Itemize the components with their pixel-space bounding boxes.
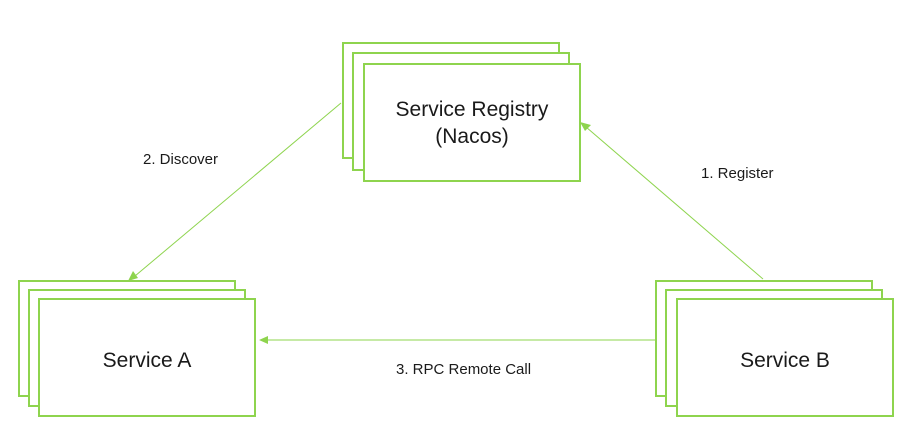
rpc-call-label: 3. RPC Remote Call (396, 361, 531, 378)
register-edge-line (585, 126, 764, 280)
register-label: 1. Register (701, 165, 774, 182)
discover-label: 2. Discover (143, 151, 218, 168)
service-a-node: Service A (18, 280, 256, 417)
rpc-call-arrowhead-icon (259, 336, 268, 344)
service-b-stack-front (676, 298, 894, 417)
service-b-label: Service B (740, 349, 830, 372)
registry-node: Service Registry (Nacos) (342, 42, 581, 182)
registry-stack-front (363, 63, 581, 182)
discover-arrowhead-icon (128, 271, 138, 281)
service-a-stack-front (38, 298, 256, 417)
discover-edge (128, 102, 342, 281)
discover-edge-line (134, 102, 342, 277)
registry-subtitle: (Nacos) (435, 125, 509, 148)
register-arrowhead-icon (580, 122, 591, 131)
rpc-call-edge (259, 336, 655, 344)
service-b-node: Service B (655, 280, 894, 417)
register-edge (580, 122, 764, 280)
registry-title: Service Registry (396, 98, 549, 121)
service-a-label: Service A (103, 349, 192, 372)
